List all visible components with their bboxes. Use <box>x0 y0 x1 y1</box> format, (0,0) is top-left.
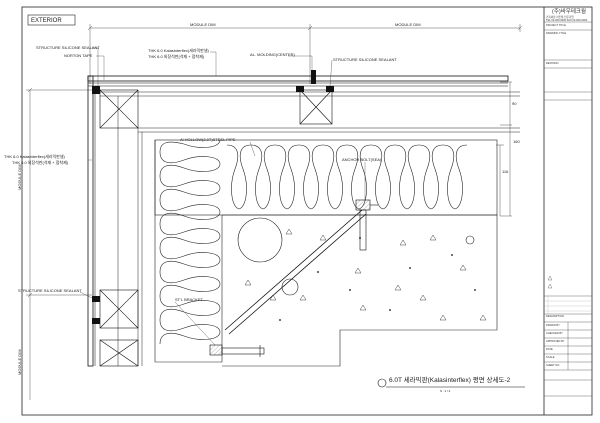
company-name: (주)바우테크월 <box>552 9 587 15</box>
approved-by: APPROVED BY <box>546 340 565 343</box>
label-stone-1: THK 6.0 외장석판(석재 + 접착제) <box>148 54 205 59</box>
anchor-bolt <box>355 199 378 251</box>
concrete-dots <box>279 237 476 321</box>
mullion-tubes <box>99 89 333 367</box>
bracket-bolt <box>209 344 265 357</box>
label-norton-tape: NORTON TAPE <box>64 53 93 58</box>
checked-by: CHECKED BY <box>546 332 563 335</box>
label-st-bracket: ST'L BRACKET <box>175 297 203 302</box>
revision-triangles <box>547 275 553 289</box>
label-kalasinterflex-2: THK 6.0 Kalasinterflex(세라믹판넬) <box>4 154 65 159</box>
diagonal-brace <box>224 209 367 335</box>
label-hollow-pipe: Al HOLLOW(2.0T)STEEL PIPE <box>180 137 236 142</box>
module-dim-left-lower: MODULE DIM <box>17 349 22 375</box>
revision-label: REVISION <box>546 62 559 65</box>
dim-116: 116 <box>502 169 509 174</box>
company-address: TEL 02-000-0000 FAX 02-000-0000 <box>546 19 588 22</box>
scale-label: SCALE <box>546 356 555 359</box>
left-dimension <box>26 87 92 400</box>
concrete-aggregate <box>244 228 487 321</box>
label-structure-sealant-top: STRUCTURE SILICONE SEALANT <box>36 45 100 50</box>
label-al-mold: AL. MOLDING(CENTER) <box>250 52 295 57</box>
dim-160: 160 <box>513 139 520 144</box>
framing-lines <box>100 91 520 366</box>
module-dim-left-upper: MODULE DIM <box>17 164 22 190</box>
module-dim-top-right: MODULE DIM <box>395 22 421 27</box>
top-dimension <box>87 24 523 84</box>
detail-title: 6.0T 세라믹판(Kalasinterflex) 평면 상세도-2 <box>389 377 511 384</box>
label-stone-2: THK 6.0 외장석판(석재 + 접착제) <box>12 160 69 165</box>
label-structure-sealant-left: STRUCTURE SILICONE SEALANT <box>18 288 82 293</box>
drawn-by: DRAWN BY <box>546 324 560 327</box>
label-kalasinterflex-1: THK 6.0 Kalasinterflex(세라믹판넬) <box>148 48 209 53</box>
exterior-tag: EXTERIOR <box>31 18 62 24</box>
ceramic-panel-top <box>87 75 509 87</box>
detail-title-marker <box>377 378 525 388</box>
sheet-border <box>21 6 593 416</box>
concrete-slab <box>222 214 498 367</box>
insulation <box>154 139 498 363</box>
company-sub: 건축외장 커튼월 전문기업 <box>546 16 574 19</box>
joint-clips <box>92 70 334 324</box>
label-anchor-bolt: ANCHOR BOLT(SEA) <box>342 157 382 162</box>
description-label: DESCRIPTION <box>546 315 564 318</box>
title-block-grid <box>544 21 592 397</box>
revision-rows <box>544 296 592 314</box>
dim-90: 90 <box>512 101 517 106</box>
project-title: PROJECT TITLE <box>546 24 566 27</box>
leader-lines <box>79 47 366 346</box>
label-structure-sealant-right: STRUCTURE SILICONE SEALANT <box>333 57 397 62</box>
exterior-tag-box <box>27 14 76 26</box>
right-dimension <box>496 81 512 217</box>
date-label: DATE <box>546 348 553 351</box>
module-dim-top-left: MODULE DIM <box>190 22 216 27</box>
sheet-no: SHEET NO. <box>546 364 560 367</box>
detail-scale: S : 1 / 2 <box>440 389 451 393</box>
drawing-title: DRAWING TITLE <box>546 32 567 35</box>
